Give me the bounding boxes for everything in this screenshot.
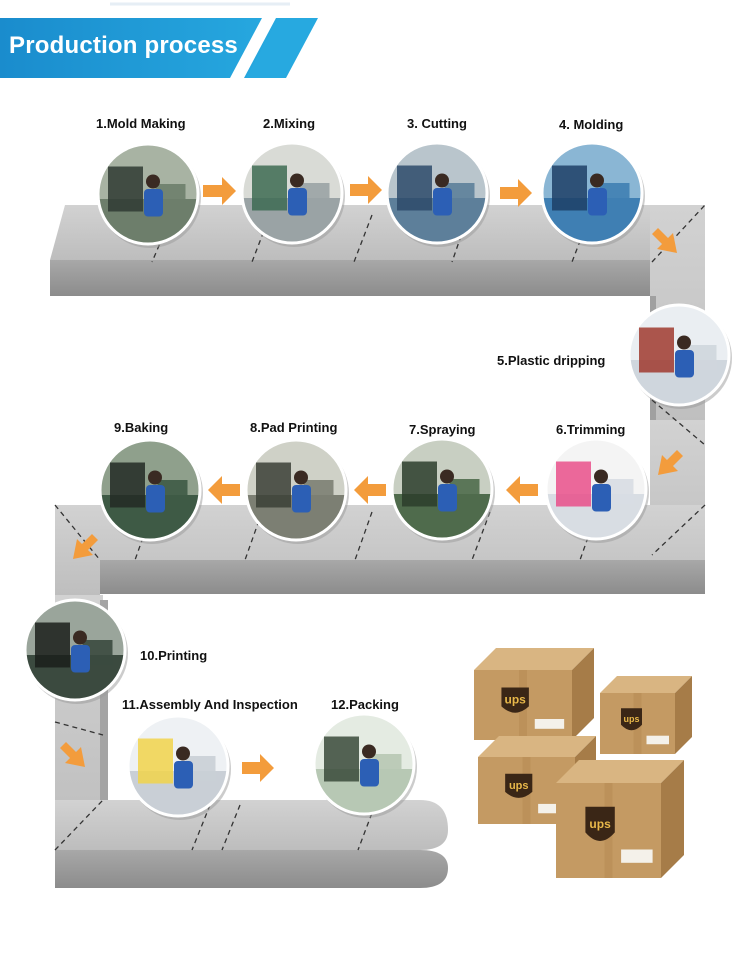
step-photo-12-border [312, 712, 416, 816]
step-photo-9-border [98, 438, 202, 542]
step-photo-6-border [544, 437, 648, 541]
packing-boxes: ups ups ups ups [474, 648, 692, 878]
step-photo-2-border [240, 141, 344, 245]
ups-shield-icon [505, 773, 533, 798]
arrow-8-to-9 [208, 476, 240, 504]
belt-row-1-surface [50, 205, 705, 260]
box-4: ups [556, 760, 684, 878]
step-label-2: 2.Mixing [263, 116, 316, 131]
belt-row-1-front [50, 260, 650, 296]
ups-shield-icon [621, 708, 642, 731]
step-photo-11-border [126, 714, 230, 818]
arrow-4-to-5 [652, 228, 677, 253]
step-label-1: 1.Mold Making [96, 116, 186, 131]
belt-row-3-front [55, 850, 448, 888]
step-label-5: 5.Plastic dripping [497, 353, 606, 368]
arrow-10-to-11 [60, 742, 85, 767]
ups-logo-text: ups [589, 817, 611, 831]
box-label [538, 803, 568, 814]
belt-row-2-front [100, 560, 705, 594]
box-label [621, 849, 653, 863]
box-label [646, 735, 669, 745]
step-photo-7 [390, 437, 495, 543]
step-label-8: 8.Pad Printing [250, 420, 338, 435]
step-photo-1-border [96, 142, 200, 246]
box-1: ups [474, 648, 594, 740]
step-photos [23, 141, 732, 820]
box-label [534, 719, 565, 729]
step-label-9: 9.Baking [114, 420, 169, 435]
ups-logo-text: ups [623, 714, 639, 724]
step-photo-9 [98, 438, 203, 544]
flow-arrows [60, 176, 683, 782]
arrow-7-to-8 [354, 476, 386, 504]
banner-stripe-gap [230, 18, 276, 78]
step-label-10: 10.Printing [140, 648, 208, 663]
page-title: Production process [9, 32, 238, 59]
belt-row-2-surface [55, 505, 705, 600]
step-label-7: 7.Spraying [409, 422, 476, 437]
step-photo-8-border [244, 438, 348, 542]
step-label-4: 4. Molding [559, 117, 624, 132]
ups-shield-icon [501, 687, 529, 713]
step-photo-10 [23, 598, 128, 704]
step-photo-8 [244, 438, 349, 544]
step-photo-10-border [23, 598, 127, 702]
belt-left-drop-edge [100, 600, 108, 800]
box-2: ups [600, 676, 692, 754]
arrow-1-to-2 [203, 177, 236, 205]
ups-logo-text: ups [504, 692, 526, 706]
step-photo-1 [96, 142, 201, 248]
step-label-3: 3. Cutting [407, 116, 467, 131]
arrow-2-to-3 [350, 176, 382, 204]
step-photo-7-border [390, 437, 494, 541]
step-label-11: 11.Assembly And Inspection [122, 697, 298, 712]
step-label-6: 6.Trimming [556, 422, 626, 437]
step-photo-4-border [540, 141, 644, 245]
arrow-5-to-6 [658, 450, 683, 475]
arrow-11-to-12 [242, 754, 274, 782]
banner-stripe [246, 18, 318, 78]
arrow-3-to-4 [500, 179, 532, 207]
step-photo-4 [540, 141, 645, 247]
step-photo-5 [627, 303, 732, 409]
banner-main-shape [0, 18, 280, 78]
ups-shield-icon [585, 806, 615, 841]
step-photo-5-border [627, 303, 731, 407]
step-photo-2 [240, 141, 345, 247]
arrow-9-to-10 [73, 534, 98, 559]
ups-logo-text: ups [509, 780, 529, 792]
header-banner [0, 2, 318, 78]
step-photo-3-border [385, 141, 489, 245]
belt-row-2 [55, 420, 705, 600]
step-label-12: 12.Packing [331, 697, 399, 712]
step-photo-11 [126, 714, 231, 820]
step-photo-3 [385, 141, 490, 247]
arrow-6-to-7 [506, 476, 538, 504]
